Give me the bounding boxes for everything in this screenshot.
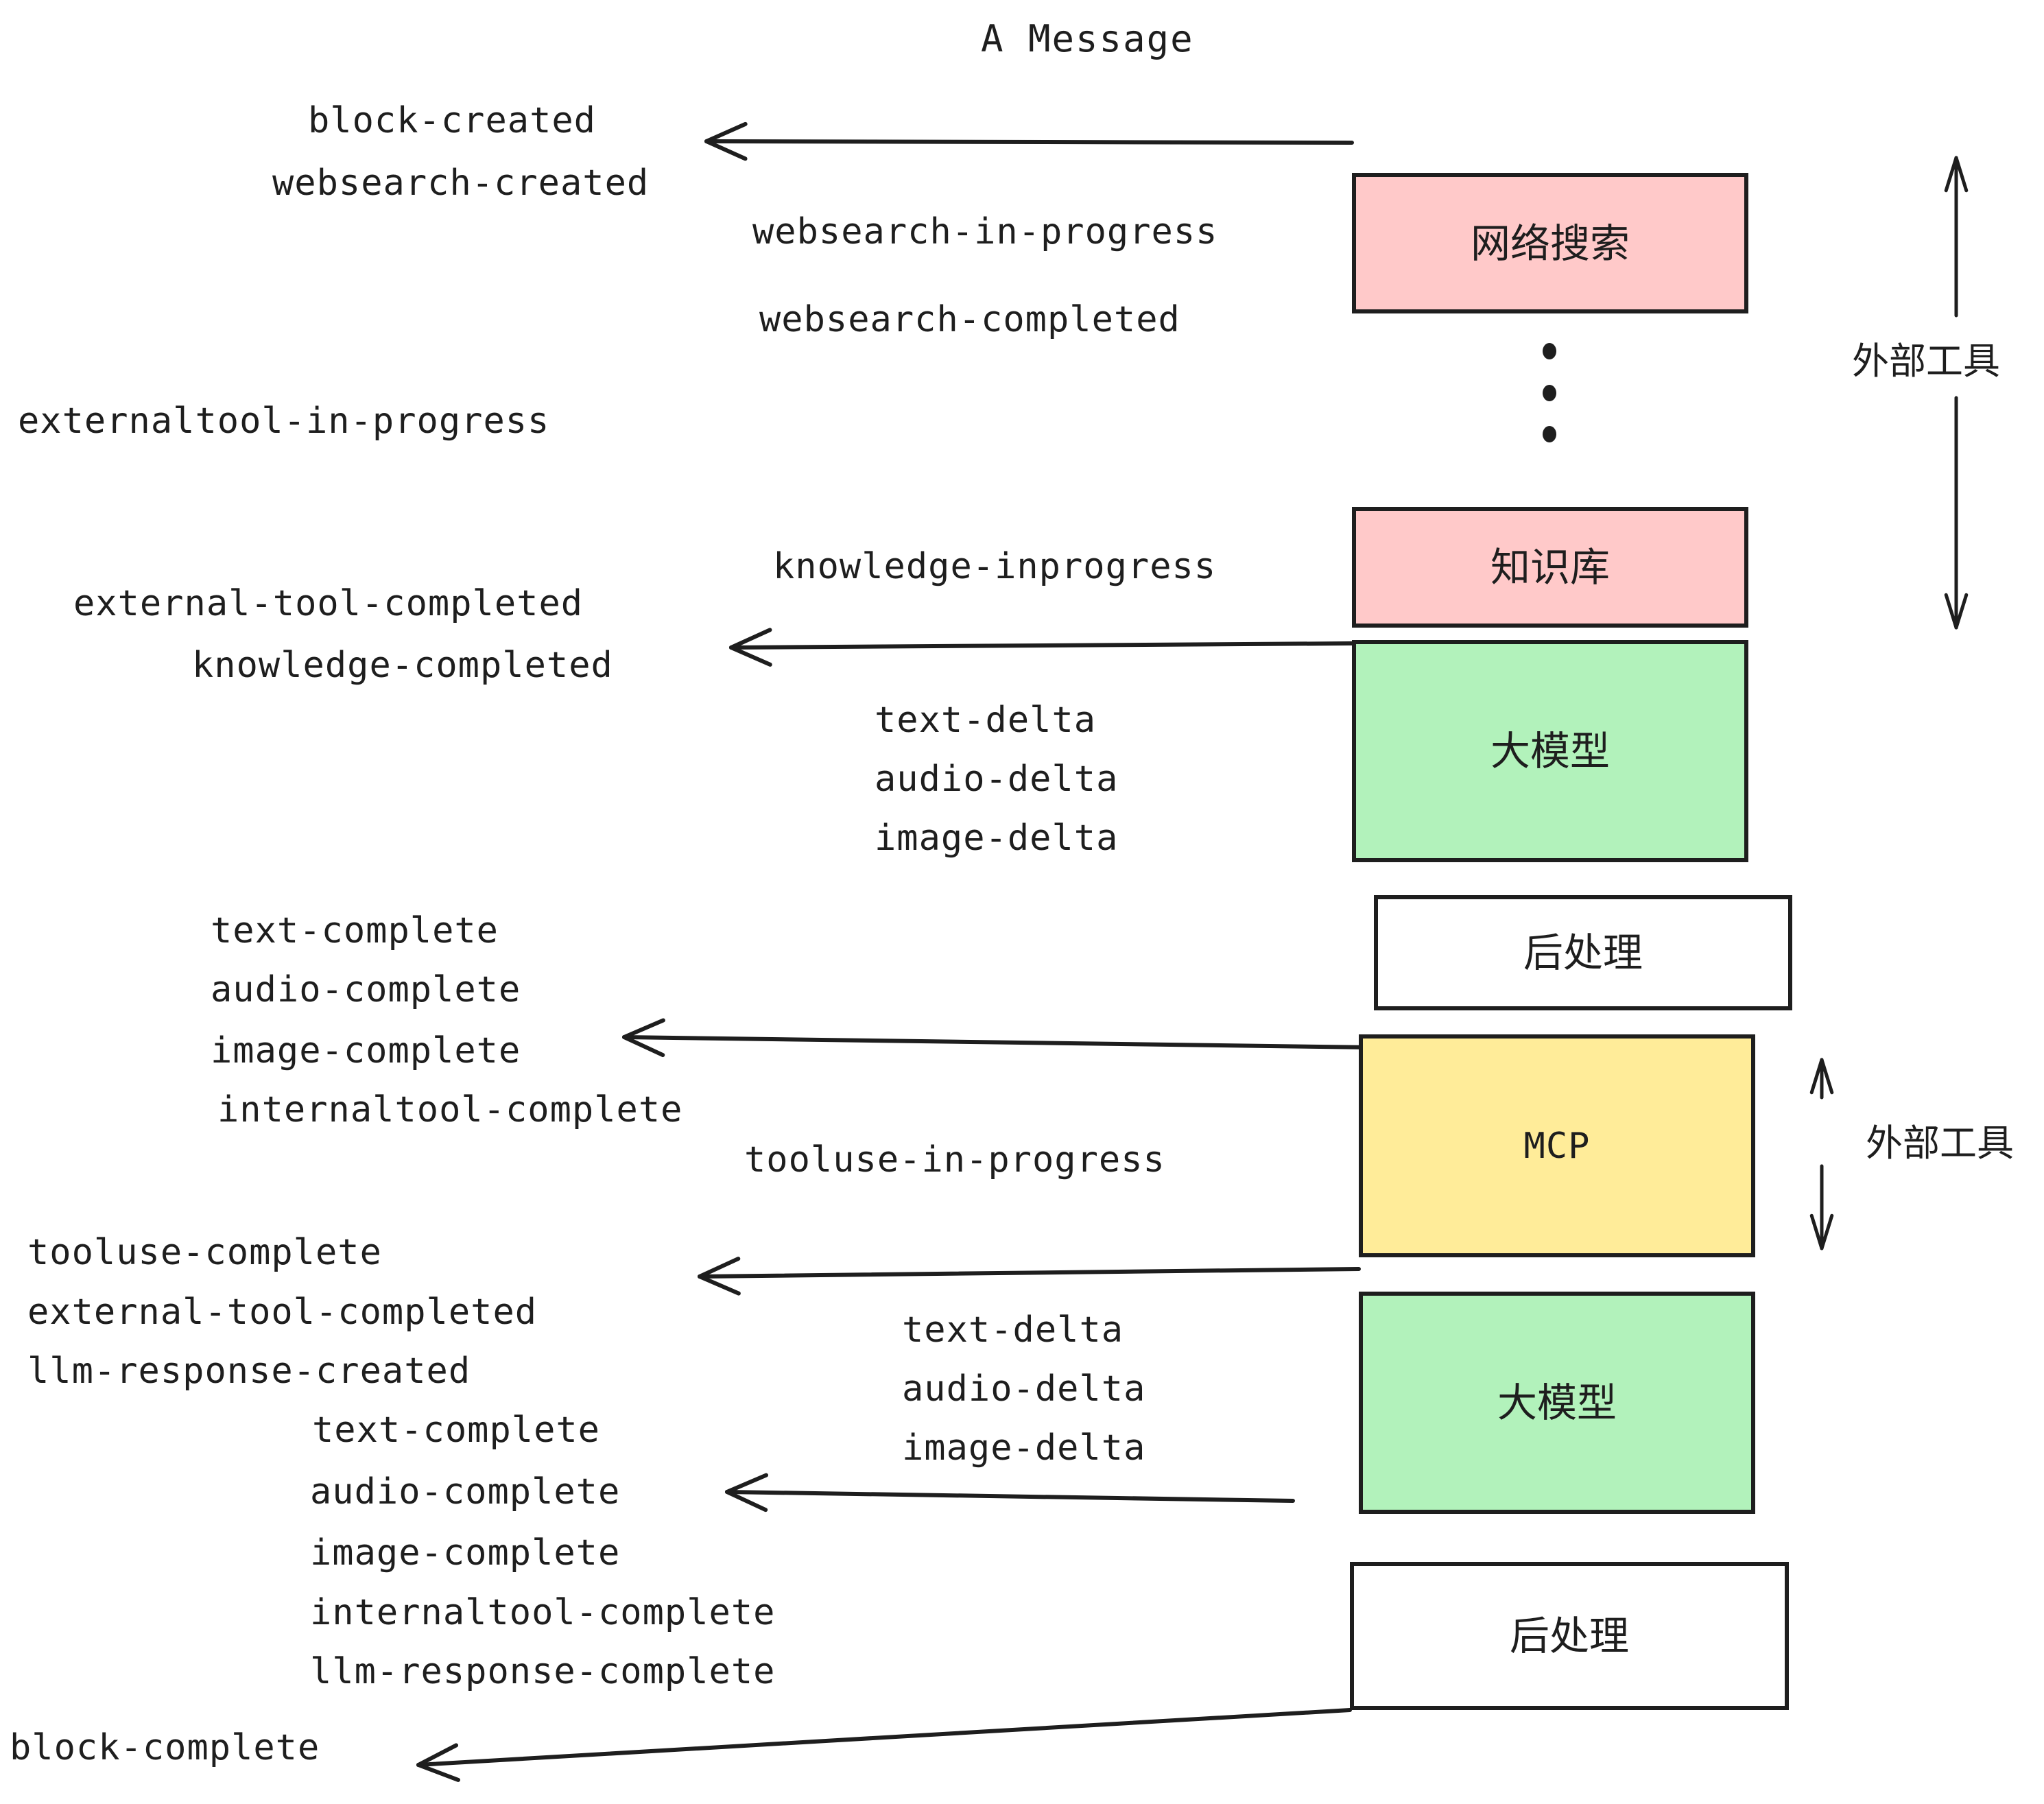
event-label-image-delta-2: image-delta — [902, 1427, 1146, 1469]
event-label-externaltool-in-progress: externaltool-in-progress — [18, 401, 550, 442]
node-label-llm-2: 大模型 — [1497, 1379, 1617, 1426]
vertical-ellipsis-icon — [1542, 343, 1557, 442]
event-label-audio-complete-1: audio-complete — [211, 969, 521, 1010]
node-box-llm-2: 大模型 — [1359, 1292, 1755, 1514]
event-label-websearch-completed: websearch-completed — [759, 299, 1180, 340]
event-label-tooluse-complete: tooluse-complete — [27, 1232, 382, 1273]
arrow-arrow-audio-complete — [725, 1473, 1295, 1512]
event-label-tooluse-in-progress: tooluse-in-progress — [744, 1139, 1165, 1180]
event-label-knowledge-inprogress: knowledge-inprogress — [773, 546, 1217, 587]
event-label-external-tool-completed-1: external-tool-completed — [73, 583, 584, 624]
event-label-audio-complete-2: audio-complete — [310, 1471, 621, 1512]
node-box-llm-1: 大模型 — [1352, 640, 1748, 862]
arrow-arrow-block-complete — [416, 1708, 1352, 1782]
node-box-websearch: 网络搜索 — [1352, 173, 1748, 313]
node-label-websearch: 网络搜索 — [1470, 219, 1630, 267]
external-tools-arrow-down-2 — [1809, 1164, 1834, 1250]
event-label-llm-response-created: llm-response-created — [27, 1351, 471, 1392]
external-tools-arrow-up — [1944, 156, 1969, 318]
node-label-postprocess-2: 后处理 — [1509, 1613, 1629, 1659]
arrow-arrow-tooluse-complete — [698, 1257, 1361, 1296]
node-label-postprocess-1: 后处理 — [1523, 929, 1643, 976]
group-label-external-tools-bottom: 外部工具 — [1866, 1121, 2014, 1165]
event-label-text-delta-2: text-delta — [902, 1309, 1124, 1351]
event-label-block-complete: block-complete — [10, 1727, 320, 1768]
event-label-internaltool-complete-1: internaltool-complete — [217, 1089, 683, 1130]
node-box-knowledge: 知识库 — [1352, 507, 1748, 628]
page-title: A Message — [981, 17, 1194, 60]
node-box-postprocess-2: 后处理 — [1350, 1562, 1789, 1710]
external-tools-arrow-up-2 — [1809, 1058, 1834, 1100]
event-label-audio-delta-2: audio-delta — [902, 1368, 1146, 1410]
event-label-text-complete-2: text-complete — [312, 1410, 600, 1451]
event-label-websearch-created: websearch-created — [272, 163, 650, 204]
event-label-text-complete-1: text-complete — [211, 910, 499, 951]
event-label-audio-delta-1: audio-delta — [875, 759, 1119, 800]
ellipsis-dot — [1543, 343, 1556, 359]
external-tools-arrow-down — [1944, 396, 1969, 630]
event-label-knowledge-completed: knowledge-completed — [192, 645, 613, 686]
ellipsis-dot — [1543, 384, 1556, 401]
event-label-image-complete-1: image-complete — [211, 1030, 521, 1071]
arrow-arrow-knowledge-done — [729, 628, 1354, 667]
node-label-mcp: MCP — [1523, 1125, 1591, 1167]
ellipsis-dot — [1543, 426, 1556, 442]
event-label-image-delta-1: image-delta — [875, 818, 1119, 859]
event-label-image-complete-2: image-complete — [310, 1532, 621, 1574]
event-label-llm-response-complete: llm-response-complete — [310, 1651, 776, 1692]
event-label-text-delta-1: text-delta — [875, 700, 1097, 741]
arrow-arrow-image-complete — [622, 1018, 1373, 1058]
event-label-block-created: block-created — [308, 100, 596, 141]
event-label-internaltool-complete-2: internaltool-complete — [310, 1592, 776, 1633]
node-box-postprocess-1: 后处理 — [1374, 895, 1792, 1010]
arrow-arrow-block-created — [704, 121, 1354, 161]
group-label-external-tools-top: 外部工具 — [1852, 340, 2000, 383]
node-label-knowledge: 知识库 — [1490, 544, 1610, 591]
node-label-llm-1: 大模型 — [1490, 728, 1610, 774]
event-label-external-tool-completed-2: external-tool-completed — [27, 1292, 538, 1333]
event-label-websearch-in-progress: websearch-in-progress — [752, 211, 1218, 252]
node-box-mcp: MCP — [1359, 1034, 1755, 1257]
